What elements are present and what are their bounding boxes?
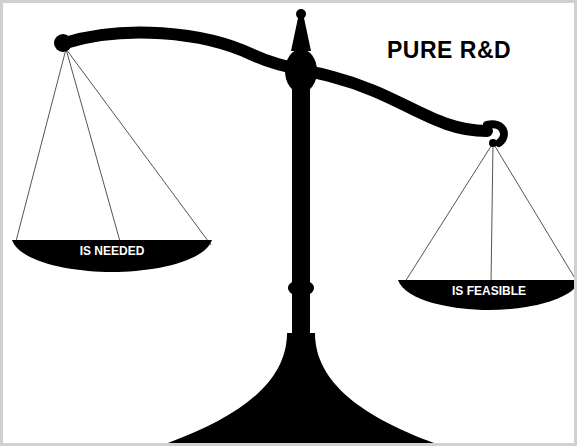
scale-base (151, 333, 451, 446)
finial-cone (291, 18, 311, 51)
scale-pan: IS FEASIBLE (398, 280, 577, 310)
pan-label: IS NEEDED (80, 244, 145, 258)
finial (296, 9, 306, 19)
post-collar (288, 280, 314, 296)
scale-post (292, 83, 310, 343)
pan-label: IS FEASIBLE (452, 284, 526, 298)
beam-hook (489, 139, 497, 147)
beam-knob (54, 34, 72, 52)
balance-scale (3, 3, 577, 446)
diagram-title: PURE R&D (387, 37, 511, 64)
scale-pan: IS NEEDED (12, 240, 212, 272)
